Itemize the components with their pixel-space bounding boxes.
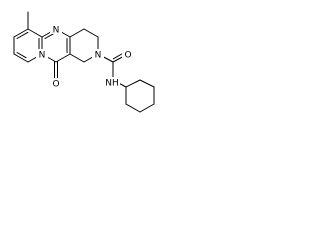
atom-nh-amide: NH: [105, 79, 119, 89]
atom-o-ketone: O: [52, 80, 59, 90]
atom-n-top: N: [53, 26, 60, 36]
atom-n-ring: N: [95, 51, 102, 61]
chemical-structure: N N N O O NH: [13, 11, 155, 113]
atom-n-bridge: N: [39, 51, 46, 61]
cyclohexyl-ring: [125, 79, 155, 113]
atom-o-amide: O: [124, 51, 131, 61]
ketone-bond: [54, 61, 58, 80]
